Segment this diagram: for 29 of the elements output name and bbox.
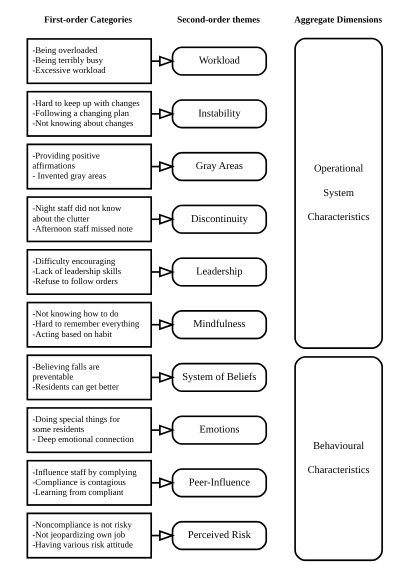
node-box: Gray Areas xyxy=(171,152,267,182)
node-box: -Being overloaded -Being terribly busy -Excessive workload xyxy=(26,38,152,84)
node-box: -Influence staff by complying -Compliance is contagious -Learning from compliant xyxy=(26,460,152,506)
label: Second-order themes xyxy=(176,14,260,24)
arrow xyxy=(150,160,174,172)
node-box: -Doing special things for some residents - Deep emotional connection xyxy=(26,407,152,454)
node-box: System of Beliefs xyxy=(171,362,267,392)
label: First-order Categories xyxy=(44,14,132,24)
node-box: Behavioural Characteristics xyxy=(294,356,382,562)
node-box: -Hard to keep up with changes -Following a changing plan -Not knowing about changes xyxy=(26,90,152,137)
node-box: -Difficulty encouraging -Lack of leadership skills -Refuse to follow orders xyxy=(26,248,152,295)
node-box: Perceived Risk xyxy=(171,520,267,550)
node-box: Operational System Characteristics xyxy=(294,38,382,349)
node-box: Peer-Influence xyxy=(171,468,267,498)
node-box: -Not knowing how to do -Hard to remember everything -Acting based on habit xyxy=(26,302,152,348)
arrow xyxy=(150,530,174,542)
arrow xyxy=(150,266,174,278)
node-box: Discontinuity xyxy=(171,204,267,234)
node-box: Mindfulness xyxy=(171,310,267,340)
arrow xyxy=(150,372,174,383)
node-box: Workload xyxy=(171,46,267,76)
node-box: Emotions xyxy=(171,415,267,445)
node-box: -Night staff did not know about the clutter -Afternoon staff missed note xyxy=(26,196,152,242)
node-box: -Believing falls are preventable -Residents can get better xyxy=(26,354,152,400)
label: Aggregate Dimensions xyxy=(294,14,382,24)
node-box: Instability xyxy=(171,99,267,128)
node-box: -Providing positive affirmations - Invented gray areas xyxy=(26,144,152,190)
node-box: Leadership xyxy=(171,257,267,287)
node-box: -Noncompliance is not risky -Not jeopardizing own job -Having various risk attitude xyxy=(26,512,152,559)
